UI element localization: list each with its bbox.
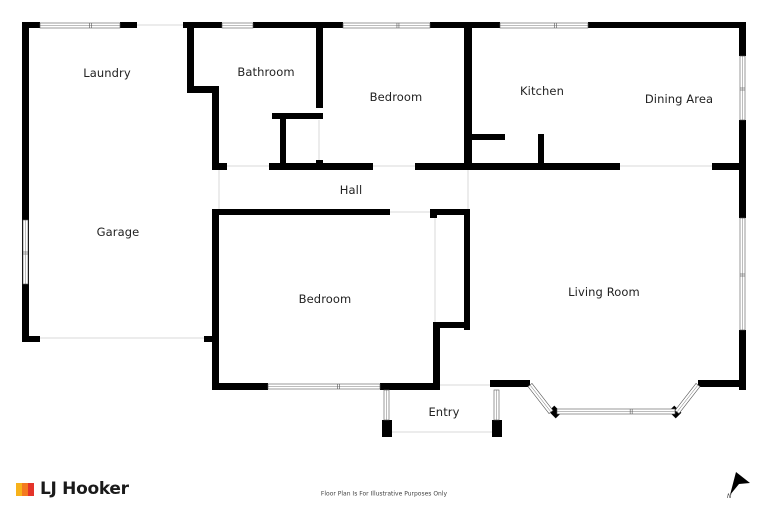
window (499, 22, 589, 29)
wall-segment (588, 22, 746, 28)
wall-segment (430, 209, 470, 215)
wall-segment (469, 163, 620, 170)
window (221, 22, 254, 29)
room-label-bedroom-1: Bedroom (369, 90, 423, 104)
window (267, 383, 381, 390)
wall-segment (269, 163, 373, 170)
wall-segment (464, 22, 472, 170)
wall-segment (433, 322, 440, 390)
room-label-dining-area: Dining Area (644, 92, 714, 106)
walls (22, 22, 746, 437)
wall-segment (120, 22, 137, 28)
wall-segment (538, 134, 544, 166)
wall-segment (492, 420, 502, 437)
wall-segment (22, 22, 40, 28)
room-label-living-room: Living Room (568, 285, 640, 299)
wall-segment (212, 86, 219, 170)
wall-segment (212, 163, 227, 170)
window-pane-line (529, 384, 552, 413)
wall-segment (183, 22, 222, 28)
window (556, 408, 676, 415)
wall-segment (380, 383, 440, 390)
window (22, 219, 29, 285)
room-label-hall: Hall (339, 183, 363, 197)
wall-segment (430, 209, 437, 218)
brand-name: LJ Hooker (40, 479, 129, 499)
wall-segment (470, 134, 505, 140)
wall-segment (415, 163, 469, 170)
wall-segment (212, 209, 219, 390)
window (383, 389, 390, 421)
wall-segment (382, 420, 392, 437)
wall-segment (280, 113, 286, 166)
compass-north-label: N (727, 493, 732, 500)
wall-segment (272, 113, 323, 119)
room-label-garage: Garage (96, 225, 140, 239)
room-label-bathroom: Bathroom (237, 65, 295, 79)
wall-segment (187, 86, 219, 93)
wall-segment (212, 209, 390, 215)
window (493, 389, 500, 421)
wall-segment (212, 383, 268, 390)
room-label-kitchen: Kitchen (520, 84, 564, 98)
wall-segment (22, 22, 29, 342)
wall-segment (490, 380, 530, 387)
wall-segment (253, 22, 343, 28)
brand-bar-yellow (16, 482, 22, 496)
wall-segment (698, 380, 746, 387)
window (739, 217, 746, 331)
wall-segment (712, 163, 746, 170)
brand-logo: LJ Hooker (16, 479, 129, 499)
wall-segment (187, 28, 194, 93)
bay-window (527, 383, 554, 414)
bay-window (674, 383, 701, 414)
door-openings (40, 24, 712, 433)
room-label-laundry: Laundry (83, 66, 131, 80)
wall-segment (739, 120, 746, 218)
window-pane-line (676, 384, 699, 413)
wall-segment (316, 28, 323, 108)
wall-segment (464, 209, 470, 330)
brand-bar-orange (22, 482, 28, 496)
wall-segment (22, 336, 40, 342)
disclaimer-text: Floor Plan Is For Illustrative Purposes … (320, 490, 448, 498)
brand-mark-icon (16, 482, 34, 496)
room-label-entry: Entry (428, 405, 460, 419)
room-label-bedroom-2: Bedroom (298, 292, 352, 306)
north-arrow-icon (730, 472, 750, 495)
wall-segment (204, 336, 212, 342)
window (39, 22, 121, 29)
wall-segment (433, 322, 470, 328)
brand-bar-red (28, 482, 34, 496)
window (342, 22, 431, 29)
wall-segment (739, 22, 746, 56)
window (739, 55, 746, 121)
wall-segment (739, 330, 746, 390)
windows (22, 22, 746, 421)
wall-segment (316, 160, 323, 166)
